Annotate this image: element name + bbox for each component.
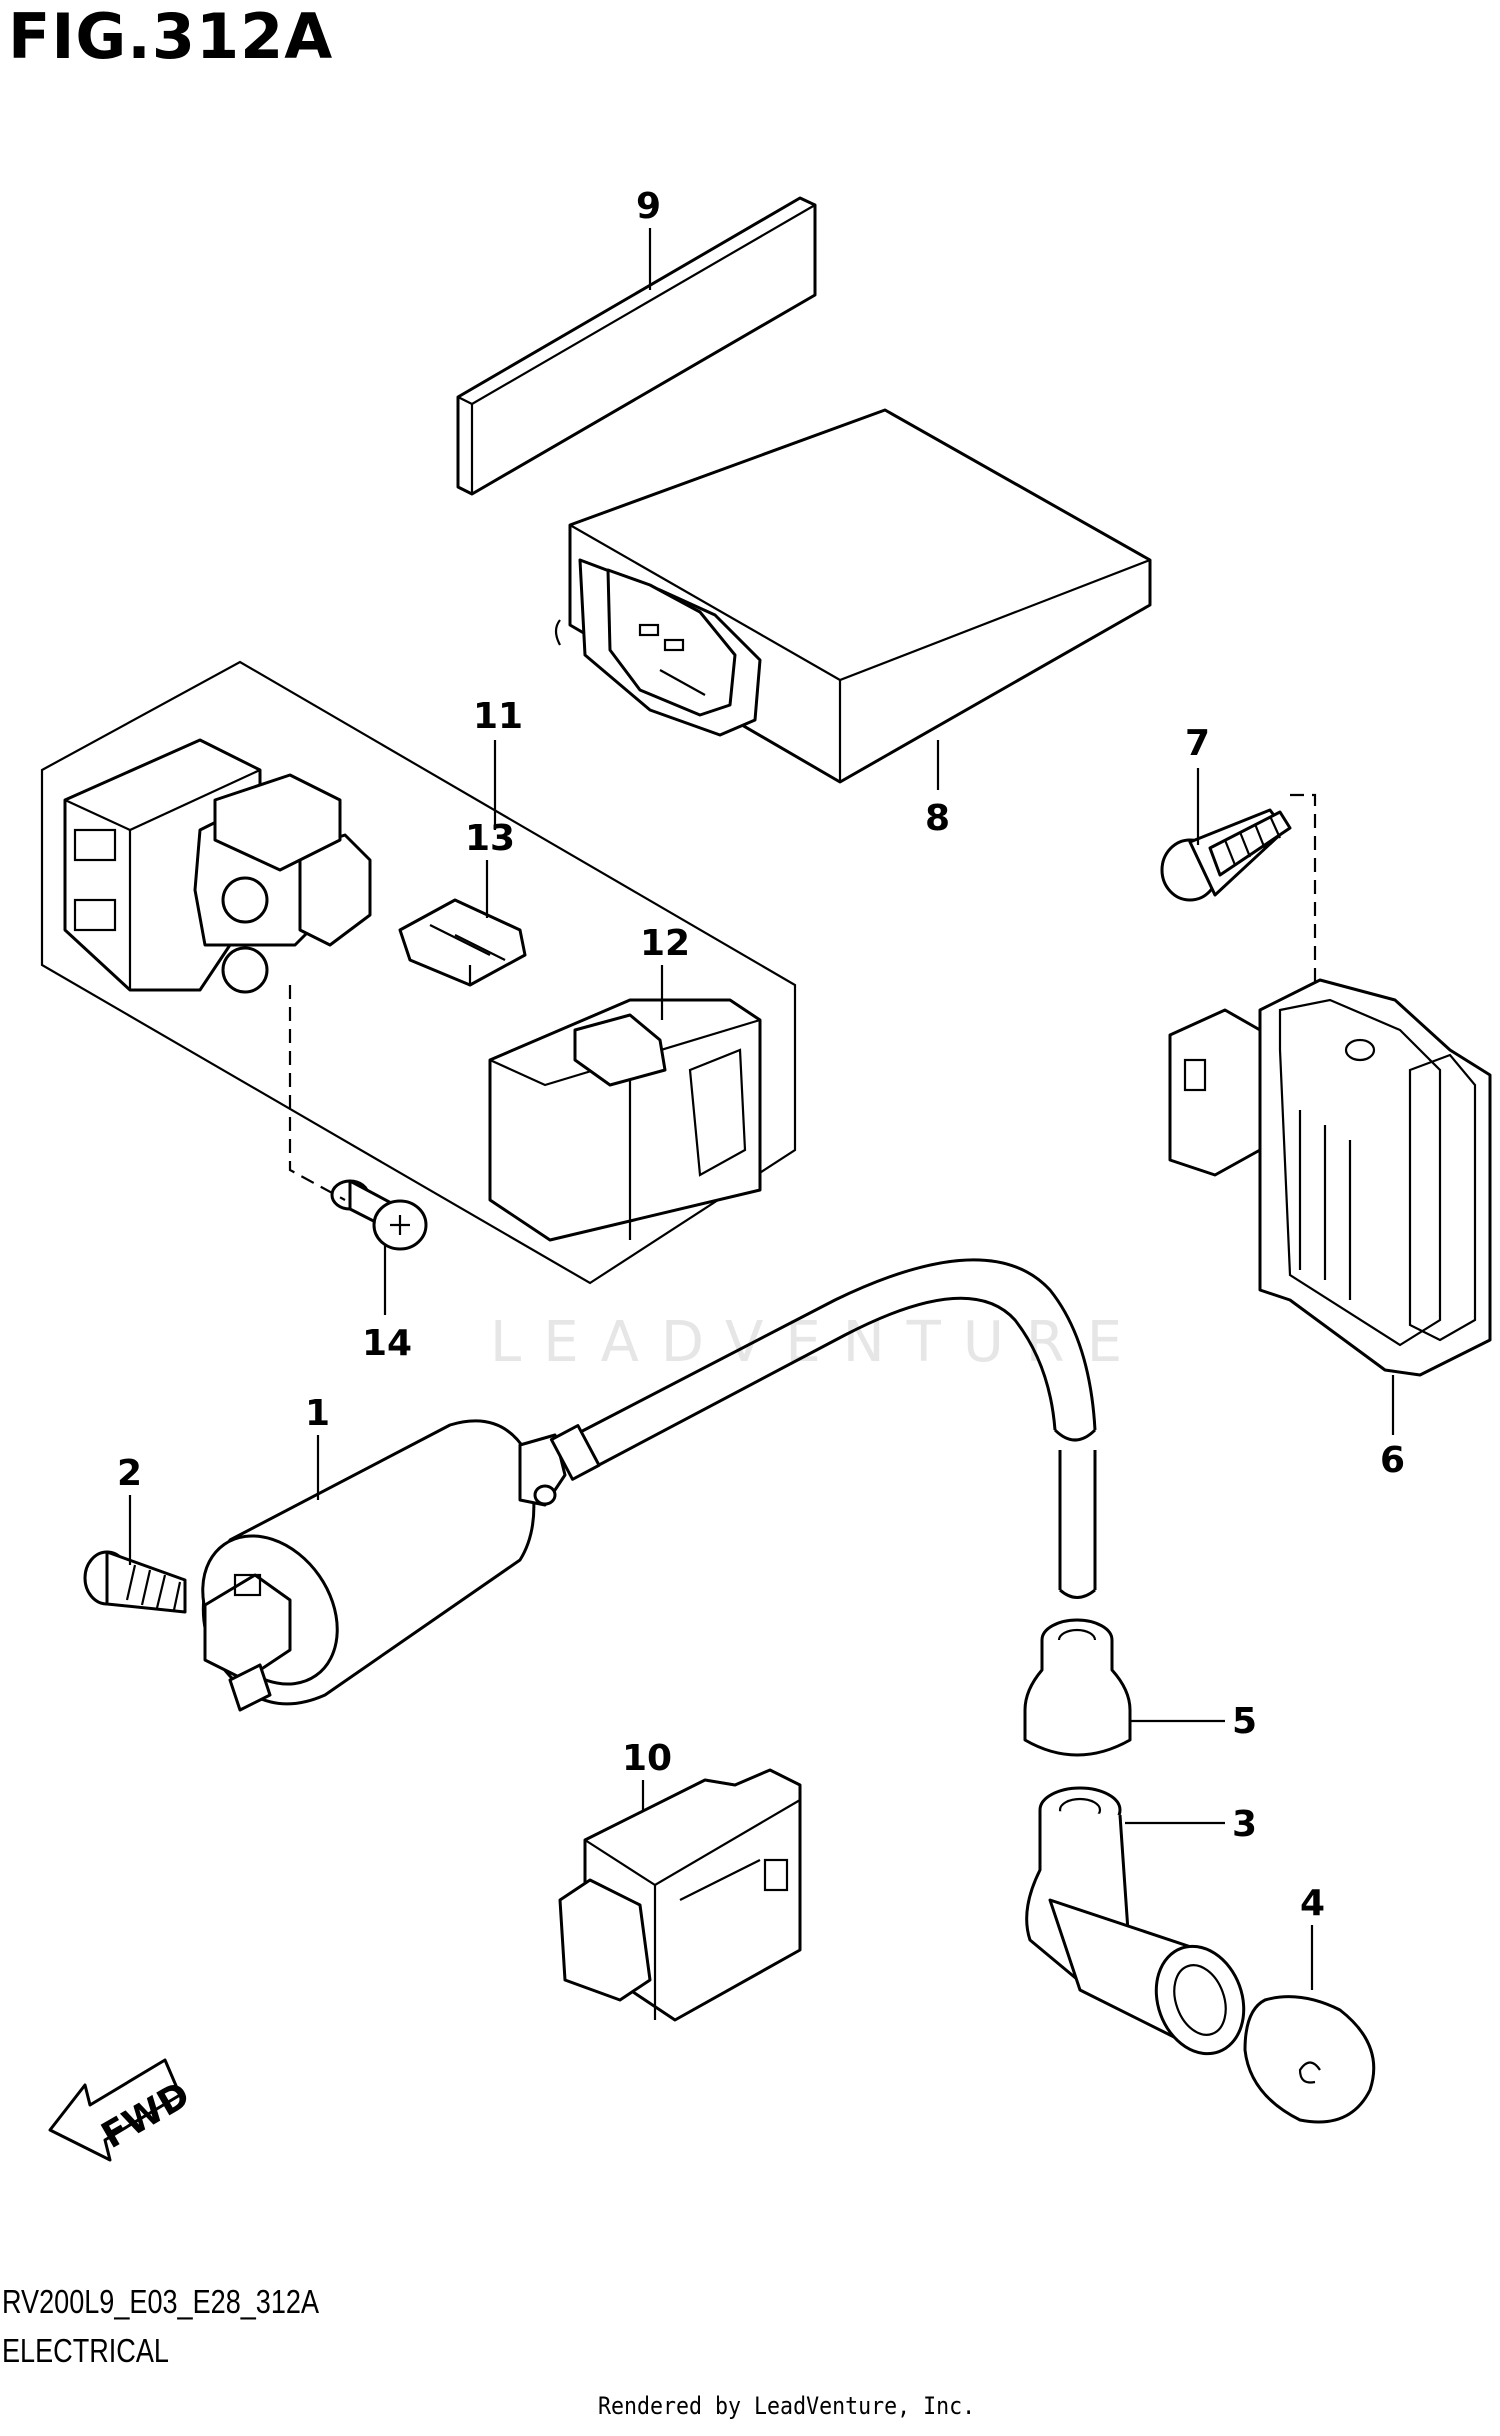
part-2-bolt[interactable] [83,1550,187,1614]
callout-14[interactable]: 14 [362,1323,412,1364]
callout-2[interactable]: 2 [117,1453,142,1494]
callout-4[interactable]: 4 [1300,1883,1325,1924]
model-code: RV200L9_E03_E28_312A [2,2283,319,2320]
part-6-regulator-rectifier[interactable] [1168,978,1492,1377]
section-name: ELECTRICAL [2,2332,169,2369]
part-12-relay[interactable] [488,998,762,1242]
callout-7[interactable]: 7 [1185,723,1210,764]
callout-12[interactable]: 12 [640,923,690,964]
leader-7-dashed [1290,793,1317,1075]
part-11-relay-holder[interactable] [63,738,372,994]
callout-8[interactable]: 8 [925,798,950,839]
part-5-grommet[interactable] [1023,1618,1132,1757]
part-1-high-tension-lead [549,1258,1097,1599]
part-9-pad[interactable] [456,196,817,496]
part-13-fuse[interactable] [398,898,527,987]
callout-11[interactable]: 11 [473,696,523,737]
part-8-ecm-unit[interactable] [554,408,1152,784]
part-14-screw[interactable] [330,1179,428,1251]
fwd-arrow-icon: FWD [48,2058,197,2162]
part-10-connector[interactable] [558,1768,802,2022]
callout-10[interactable]: 10 [622,1738,672,1779]
part-4-cap[interactable] [1243,1995,1376,2124]
leader-lines [128,228,1395,1990]
callout-1[interactable]: 1 [305,1393,330,1434]
callout-5[interactable]: 5 [1232,1701,1257,1742]
callout-labels: 9 8 11 13 12 14 7 6 1 2 5 3 4 10 [117,186,1405,1924]
callout-13[interactable]: 13 [465,818,515,859]
leader-14-dashed [288,985,346,1201]
callout-6[interactable]: 6 [1380,1440,1405,1481]
figure-title: FIG.312A [8,0,334,73]
part-3-spark-plug-cap[interactable] [1025,1786,1259,2066]
render-credit: Rendered by LeadVenture, Inc. [598,2392,976,2420]
part-11-assembly-boundary [40,660,797,1285]
callout-3[interactable]: 3 [1232,1804,1257,1845]
callout-9[interactable]: 9 [636,186,661,227]
part-1-ignition-coil[interactable] [175,1419,567,1712]
part-7-bolt[interactable] [1160,808,1292,902]
